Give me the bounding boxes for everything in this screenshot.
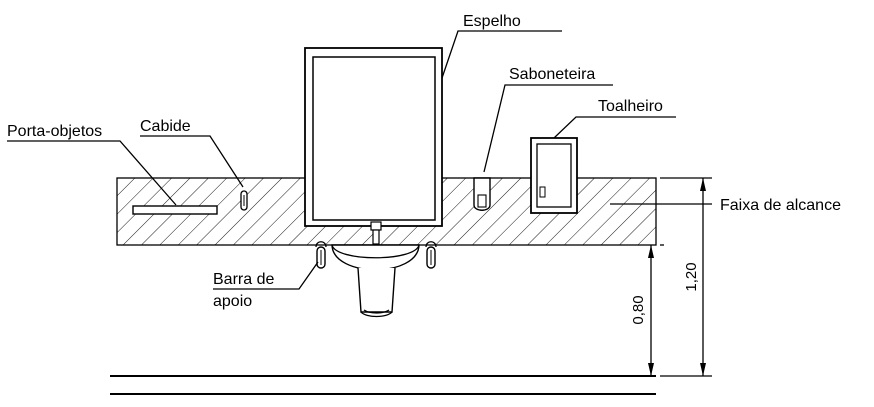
label-barra-line2: apoio	[213, 293, 252, 310]
label-barra-line1: Barra de	[213, 271, 274, 288]
towel-holder	[530, 137, 578, 214]
label-porta-objetos: Porta-objetos	[7, 123, 102, 140]
label-cabide: Cabide	[140, 118, 191, 135]
leader-porta-objetos	[7, 140, 177, 206]
object-holder	[132, 205, 218, 215]
leader-espelho	[441, 30, 562, 79]
dimension-label-low: 0,80	[630, 295, 647, 324]
leader-barra	[213, 261, 319, 290]
label-espelho: Espelho	[463, 13, 521, 30]
grab-bar-left	[315, 241, 327, 269]
faucet	[370, 221, 382, 245]
sink	[331, 244, 420, 318]
label-faixa-de-alcance: Faixa de alcance	[720, 197, 841, 214]
grab-bar-right	[425, 241, 437, 269]
label-saboneteira: Saboneteira	[509, 66, 595, 83]
leader-cabide	[140, 135, 244, 188]
soap-dispenser	[473, 177, 491, 211]
dimension-low	[648, 244, 664, 376]
dimension-label-high: 1,20	[683, 262, 700, 291]
label-toalheiro: Toalheiro	[598, 98, 663, 115]
coat-hook	[240, 190, 248, 211]
mirror	[304, 47, 443, 227]
leader-saboneteira	[483, 84, 613, 173]
leader-toalheiro	[553, 116, 676, 139]
dimension-high	[660, 177, 712, 377]
